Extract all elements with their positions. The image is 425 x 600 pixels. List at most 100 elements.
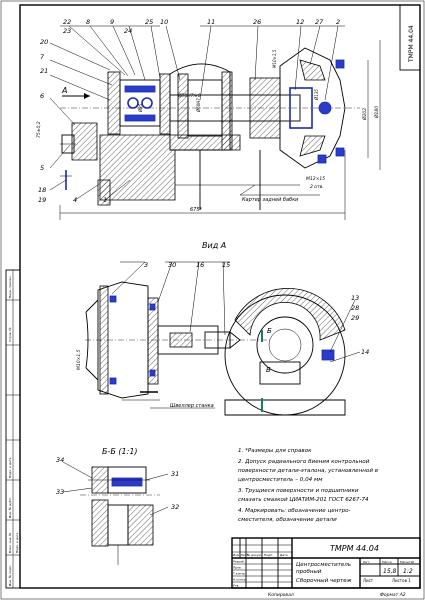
tb-doc-code: ТМРМ 44.04 <box>330 544 379 553</box>
label-4: 4 <box>73 196 77 204</box>
annotation-housing: Картер задней бабки <box>242 197 299 203</box>
main-section-view: А 675* Ø202 Ø180 Ø50Н7/к6 Ø60Н7 75±0,2 Ø… <box>36 18 381 220</box>
label-29: 29 <box>351 314 359 322</box>
tb-scale-value: 1:2 <box>403 568 413 575</box>
label-12: 12 <box>296 18 304 26</box>
tb-col-sheet: Лист <box>241 553 249 557</box>
view-a: Вид А Швеллер станка М10×1,5 <box>76 241 369 416</box>
note-line-3: поверхности детали-эталона, установленно… <box>238 468 378 474</box>
label-21: 21 <box>40 67 48 75</box>
section-bb: Б-Б (1:1) 34 31 33 32 <box>56 447 179 565</box>
label-5: 5 <box>40 164 44 172</box>
label-26: 26 <box>253 18 261 26</box>
dim-inner-bore: Ø60Н7 <box>196 98 201 113</box>
tb-row-ncontrol: Н.контр. <box>233 578 246 582</box>
tb-col-change: Изм. <box>233 553 240 557</box>
tb-col-doc: № докум. <box>247 553 262 557</box>
strip-dup-inv: Инв. № дубл. <box>8 497 12 518</box>
dim-bolt-m: М10×1,5 <box>272 49 277 68</box>
tb-row-developer: Разраб. <box>233 560 245 564</box>
note-line-5: 3. Трущиеся поверхности и подшипники <box>238 488 359 494</box>
section-mark-bottom: Б <box>266 366 271 374</box>
tb-col-sign: Подп. <box>264 553 273 557</box>
label-15: 15 <box>222 261 230 269</box>
label-1: 1 <box>103 196 107 204</box>
label-27: 27 <box>315 18 324 26</box>
tb-row-checker: Пров. <box>233 566 242 570</box>
label-23: 23 <box>63 27 71 35</box>
tb-head-scale: Масштаб <box>400 560 414 564</box>
tb-head-lit: Лит. <box>363 560 370 564</box>
dim-pitch-diameter: Ø202 <box>361 108 368 121</box>
tb-sheet: Лист <box>363 578 374 583</box>
dim-bore: Ø50Н7/к6 <box>177 92 201 99</box>
label-33: 33 <box>56 488 64 496</box>
title-block: Изм. Лист № докум. Подп. Дата Разраб. Пр… <box>231 537 421 598</box>
tb-row-approved: Утв. <box>233 584 239 588</box>
label-8: 8 <box>86 18 90 26</box>
label-28: 28 <box>351 304 359 312</box>
label-30: 30 <box>168 261 176 269</box>
left-strip: Перв. примен. Справ. № Подп. и дата Инв.… <box>5 269 21 589</box>
dim-thread: М12×15 <box>306 176 325 182</box>
stamp-code: ТМРМ 44.04 <box>408 25 415 63</box>
footer-format: Формат А2 <box>380 592 406 598</box>
label-25: 25 <box>145 18 153 26</box>
label-20: 20 <box>40 38 48 46</box>
view-a-title: Вид А <box>202 241 226 250</box>
note-line-8: сместителя, обозначение детали <box>238 517 337 523</box>
label-2: 2 <box>336 18 340 26</box>
note-line-4: центросместитель – 0,04 мм <box>238 477 323 483</box>
label-9: 9 <box>110 18 114 26</box>
view-a-arrow-label: А <box>61 86 67 95</box>
stamp-box <box>399 4 421 71</box>
tb-head-mass: Масса <box>382 560 392 564</box>
section-mark-top: Б <box>267 327 272 335</box>
label-22: 22 <box>63 18 71 26</box>
footer-copied: Копировал <box>268 592 294 598</box>
label-19: 19 <box>38 196 46 204</box>
note-line-7: 4. Маркировать: обозначение центро- <box>238 508 351 514</box>
dim-overall: 675* <box>190 207 203 213</box>
label-6: 6 <box>40 92 44 100</box>
dim-thread-view-a: М10×1,5 <box>76 349 82 370</box>
note-line-1: 1. *Размеры для справок <box>238 448 312 454</box>
dim-outer-diameter: Ø180 <box>373 106 380 119</box>
tb-col-date: Дата <box>280 553 288 557</box>
tb-row-tcontrol: Т.контр. <box>232 572 246 576</box>
dim-holes: 2 отв. <box>310 184 324 190</box>
tb-sheets: Листов 1 <box>392 578 411 583</box>
label-34: 34 <box>56 456 64 464</box>
strip-sign-date-1: Подп. и дата <box>8 457 12 478</box>
strip-first-use: Перв. примен. <box>8 275 12 298</box>
note-line-6: смазать смазкой ЦИАТИМ-201 ГОСТ 6267-74 <box>238 497 369 503</box>
tb-title-line-3: Сборочный чертеж <box>296 578 352 584</box>
strip-sign-date-2: Подп. и дата <box>15 532 19 553</box>
label-16: 16 <box>196 261 204 269</box>
leaders-top <box>60 25 345 101</box>
strip-replace-inv: Взам. инв. № <box>8 533 12 553</box>
dim-small-1: Ø85 <box>138 103 143 113</box>
label-13: 13 <box>351 294 359 302</box>
label-11: 11 <box>207 18 215 26</box>
tb-title-line-1: Центросместитель <box>296 562 351 568</box>
annotation-channel: Швеллер станка <box>170 403 214 409</box>
section-bb-title: Б-Б (1:1) <box>102 447 138 456</box>
dim-left-height: 75±0,2 <box>36 121 42 138</box>
dim-small-2: Ø135 <box>314 89 319 101</box>
label-3: 3 <box>144 261 148 269</box>
strip-orig-inv: Инв. № подл. <box>8 565 12 586</box>
label-32: 32 <box>171 503 179 511</box>
label-31: 31 <box>171 470 179 478</box>
tb-title-line-2: пробный <box>296 569 322 575</box>
note-line-2: 2. Допуск радиального биения контрольной <box>238 459 370 465</box>
label-14: 14 <box>361 348 369 356</box>
tb-mass-value: 15,8 <box>383 568 397 575</box>
label-10: 10 <box>160 18 168 26</box>
strip-ref-no: Справ. № <box>8 327 12 342</box>
label-24: 24 <box>124 27 132 35</box>
technical-notes: 1. *Размеры для справок 2. Допуск радиал… <box>238 448 378 523</box>
label-18: 18 <box>38 186 46 194</box>
